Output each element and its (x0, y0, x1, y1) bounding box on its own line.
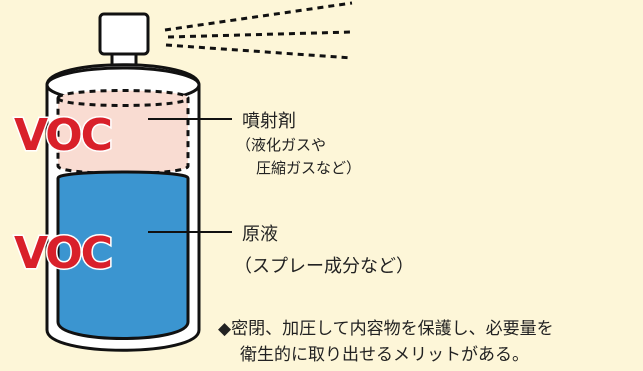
benefit-note-line-2: 衛生的に取り出せるメリットがある。 (240, 345, 529, 365)
voc-label-bottom: VOC (13, 227, 115, 281)
propellant-section (56, 89, 190, 175)
propellant-label: 噴射剤 (242, 111, 296, 132)
liquid-section (56, 170, 190, 340)
benefit-note-line-1: ◆密閉、加圧して内容物を保護し、必要量を (218, 319, 554, 339)
voc-label-top: VOC (13, 109, 115, 163)
propellant-note-1: （液化ガスや (236, 136, 327, 154)
nozzle (98, 12, 150, 68)
spray-mist-lines (164, 1, 353, 60)
liquid-label: 原液 (242, 224, 278, 245)
liquid-note: （スプレー成分など） (234, 256, 414, 277)
propellant-note-2: 圧縮ガスなど） (256, 159, 362, 177)
